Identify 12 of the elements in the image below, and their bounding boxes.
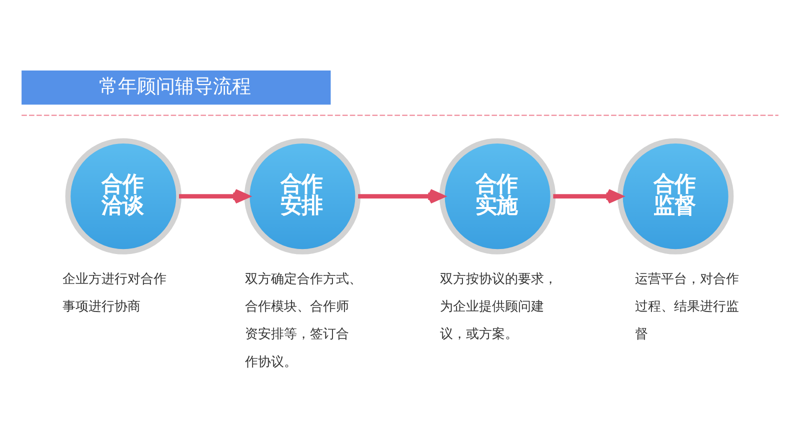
node-circle: 合作洽谈 <box>65 138 182 254</box>
node-circle: 合作实施 <box>439 138 556 254</box>
arrow <box>553 188 622 204</box>
diagram-title: 常年顾问辅导流程 <box>98 74 251 98</box>
node-label: 企业方进行对合作事项进行协商 <box>62 272 167 314</box>
node-circle: 合作监督 <box>617 138 734 254</box>
node-label: 双方确定合作方式、合作模块、合作师资安排等，签订合作协议。 <box>244 272 362 370</box>
node-label: 双方按协议的要求，为企业提供顾问建议，或方案。 <box>440 272 557 342</box>
node-circle: 合作安排 <box>244 138 361 254</box>
arrow <box>358 188 444 204</box>
arrow <box>178 188 250 204</box>
node-label: 运营平台，对合作过程、结果进行监督 <box>635 272 740 342</box>
